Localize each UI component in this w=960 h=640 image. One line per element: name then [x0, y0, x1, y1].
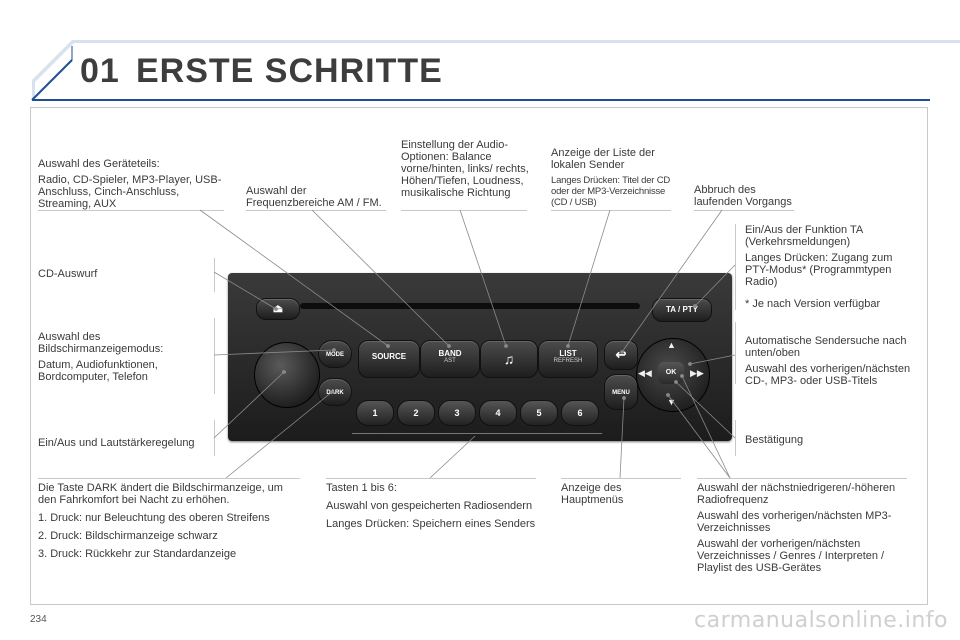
label-dark-title: Die Taste DARK ändert die Bildschirmanze…: [38, 482, 283, 506]
label-band-text: Auswahl der Frequenzbereiche AM / FM.: [246, 185, 382, 209]
list-button[interactable]: LIST REFRESH: [538, 340, 598, 378]
label-list: Anzeige der Liste der lokalen Sender Lan…: [551, 147, 673, 212]
label-abort-text: Abbruch des laufenden Vorgangs: [694, 184, 792, 208]
label-audio: Einstellung der Audio-Optionen: Balance …: [401, 139, 536, 203]
music-note-icon: ♫: [503, 351, 515, 367]
label-mode: Auswahl des Bildschirmanzeigemodus: Datu…: [38, 331, 208, 387]
divider: [697, 478, 907, 479]
content-frame: [30, 107, 928, 605]
nav-up-icon[interactable]: ▲: [667, 340, 676, 350]
nav-right-icon[interactable]: ▶▶: [690, 368, 704, 378]
label-dark-1: 1. Druck: nur Beleuchtung des oberen Str…: [38, 512, 270, 524]
label-band: Auswahl der Frequenzbereiche AM / FM.: [246, 185, 391, 213]
preset-button-1[interactable]: 1: [356, 400, 394, 426]
label-menu-text: Anzeige des Hauptmenüs: [561, 482, 624, 506]
preset-button-2[interactable]: 2: [397, 400, 435, 426]
divider: [561, 478, 681, 479]
mode-button[interactable]: MODE: [318, 340, 352, 368]
label-source-body: Radio, CD-Spieler, MP3-Player, USB-Ansch…: [38, 174, 222, 210]
label-volume-text: Ein/Aus und Lautstärkeregelung: [38, 437, 195, 449]
label-presets: Tasten 1 bis 6: Auswahl von gespeicherte…: [326, 482, 541, 534]
divider: [214, 258, 215, 292]
nav-left-icon[interactable]: ◀◀: [638, 368, 652, 378]
back-arrow-icon: ↩: [615, 347, 627, 362]
header-decoration: [31, 40, 960, 101]
dark-label: DARK: [326, 390, 344, 396]
divider: [551, 210, 671, 211]
label-folder-next: Auswahl des vorherigen/nächsten MP3-Verz…: [697, 510, 892, 534]
label-ta: Ein/Aus der Funktion TA (Verkehrsmeldung…: [745, 224, 917, 314]
preset-bracket: [352, 433, 602, 434]
list-label: LIST: [559, 349, 577, 358]
divider: [735, 420, 736, 456]
ok-button[interactable]: OK: [658, 362, 684, 384]
divider: [214, 318, 215, 394]
menu-button[interactable]: MENU: [604, 374, 638, 410]
label-audio-text: Einstellung der Audio-Optionen: Balance …: [401, 139, 529, 199]
label-ta-note: * Je nach Version verfügbar: [745, 298, 881, 310]
label-presets-title: Tasten 1 bis 6:: [326, 482, 397, 494]
header-band: [0, 0, 960, 110]
label-auto-search-text: Automatische Sendersuche nach unten/oben: [745, 335, 907, 359]
band-sub-label: AST: [444, 358, 456, 364]
divider: [401, 210, 527, 211]
label-auto-search: Automatische Sendersuche nach unten/oben…: [745, 335, 920, 391]
label-presets-body: Auswahl von gespeicherten Radiosendern: [326, 500, 533, 512]
preset-button-4[interactable]: 4: [479, 400, 517, 426]
menu-label: MENU: [612, 390, 630, 396]
label-ta-long: Langes Drücken: Zugang zum PTY-Modus* (P…: [745, 252, 893, 288]
label-volume: Ein/Aus und Lautstärkeregelung: [38, 437, 218, 453]
divider: [38, 478, 300, 479]
label-dark-3: 3. Druck: Rückkehr zur Standardanzeige: [38, 548, 237, 560]
chapter-title: ERSTE SCHRITTE: [136, 52, 443, 90]
cd-slot: [300, 303, 640, 309]
label-eject: CD-Auswurf: [38, 268, 188, 284]
label-source: Auswahl des Geräteteils: Radio, CD-Spiel…: [38, 158, 223, 214]
divider: [694, 210, 794, 211]
source-label: SOURCE: [371, 352, 407, 361]
label-dark-2: 2. Druck: Bildschirmanzeige schwarz: [38, 530, 218, 542]
audio-settings-button[interactable]: ♫: [480, 340, 538, 378]
eject-icon: ⏏: [272, 303, 284, 315]
label-confirm-text: Bestätigung: [745, 434, 804, 446]
label-ta-title: Ein/Aus der Funktion TA (Verkehrsmeldung…: [745, 224, 863, 248]
label-menu: Anzeige des Hauptmenüs: [561, 482, 661, 510]
divider: [735, 322, 736, 384]
divider: [735, 224, 736, 310]
label-freq: Auswahl der nächstniedrigeren/-höheren R…: [697, 482, 907, 578]
back-button[interactable]: ↩: [604, 340, 638, 370]
label-list-long: Langes Drücken: Titel der CD oder der MP…: [551, 175, 671, 208]
band-label: BAND: [438, 349, 462, 358]
watermark: carmanualsonline.info: [694, 608, 948, 633]
label-mode-body: Datum, Audiofunktionen, Bordcomputer, Te…: [38, 359, 158, 383]
preset-button-6[interactable]: 6: [561, 400, 599, 426]
ta-pty-button[interactable]: TA / PTY: [652, 298, 712, 322]
label-folder-prev: Auswahl der vorherigen/nächsten Verzeich…: [697, 538, 885, 574]
label-track-text: Auswahl des vorherigen/nächsten CD-, MP3…: [745, 363, 911, 387]
page-number: 234: [30, 614, 47, 625]
label-eject-text: CD-Auswurf: [38, 268, 98, 280]
preset-button-3[interactable]: 3: [438, 400, 476, 426]
label-dark: Die Taste DARK ändert die Bildschirmanze…: [38, 482, 303, 564]
divider: [326, 478, 536, 479]
label-freq-text: Auswahl der nächstniedrigeren/-höheren R…: [697, 482, 896, 506]
source-button[interactable]: SOURCE: [358, 340, 420, 378]
chapter-number: 01: [80, 52, 120, 90]
label-list-title: Anzeige der Liste der lokalen Sender: [551, 147, 655, 171]
preset-button-5[interactable]: 5: [520, 400, 558, 426]
nav-down-icon[interactable]: ▼: [667, 397, 676, 407]
label-source-title: Auswahl des Geräteteils:: [38, 158, 160, 170]
divider: [38, 210, 224, 211]
label-confirm: Bestätigung: [745, 434, 865, 450]
dark-button[interactable]: DARK: [318, 378, 352, 406]
label-presets-long: Langes Drücken: Speichern eines Senders: [326, 518, 536, 530]
list-sub-label: REFRESH: [553, 358, 583, 364]
ta-pty-label: TA / PTY: [666, 305, 698, 314]
divider: [246, 210, 386, 211]
label-mode-title: Auswahl des Bildschirmanzeigemodus:: [38, 331, 164, 355]
label-abort: Abbruch des laufenden Vorgangs: [694, 184, 794, 212]
mode-label: MODE: [326, 352, 344, 358]
